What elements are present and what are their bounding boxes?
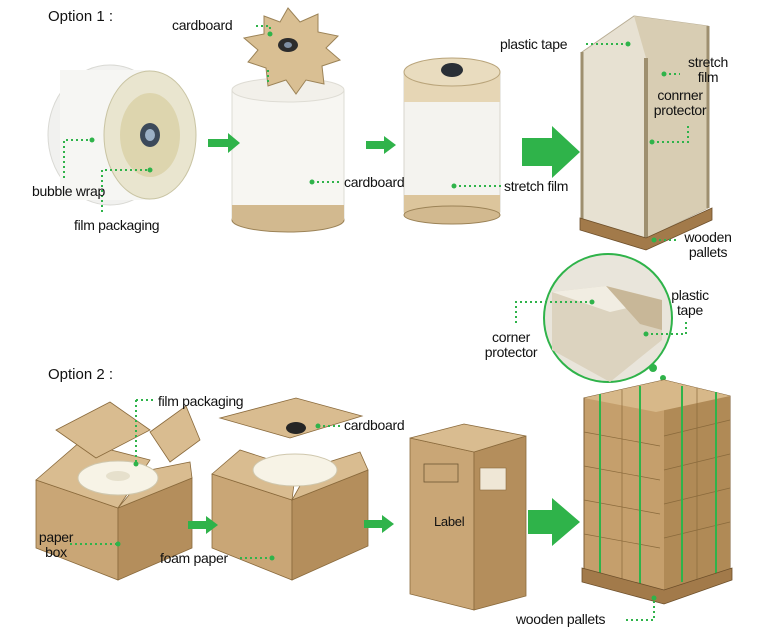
label-stretch-film-roll: stretch film: [504, 178, 569, 194]
label-wooden-pallets-1: wooden pallets: [684, 229, 732, 260]
label-film-packaging-2: film packaging: [158, 393, 244, 409]
label-zoom-corner-protector: corner protector: [484, 329, 538, 360]
box-pallet-stack: [581, 379, 733, 605]
label-paper-box: paper box: [38, 529, 74, 560]
option2-title: Option 2 :: [48, 366, 114, 383]
arrow-right-icon: [522, 126, 580, 178]
wrapped-pallet-1: [579, 15, 713, 251]
arrow-right-icon: [366, 136, 396, 154]
label-film-packaging-1: film packaging: [74, 217, 160, 233]
magnifier-circle-icon: [543, 253, 673, 383]
label-zoom-plastic-tape: plastic tape: [671, 287, 709, 318]
label-bubble-wrap: bubble wrap: [32, 183, 105, 199]
label-plastic-tape: plastic tape: [500, 36, 568, 52]
open-box-with-roll: [35, 401, 201, 581]
label-foam-paper: foam paper: [160, 550, 228, 566]
label-corner-protector-pallet: conrner protector: [653, 87, 707, 118]
stretch-film-roll: [403, 57, 501, 225]
label-box-label: Label: [434, 514, 465, 529]
arrow-right-icon: [208, 133, 240, 153]
label-cardboard-box: cardboard: [344, 417, 405, 433]
bubble-wrapped-roll: [47, 64, 197, 206]
cardboard-capped-roll: [231, 7, 345, 233]
label-stretch-film-pallet: stretch film: [688, 54, 728, 85]
arrow-right-icon: [364, 515, 394, 533]
label-cardboard-disk: cardboard: [172, 17, 233, 33]
option1-title: Option 1 :: [48, 8, 114, 25]
label-cardboard-side: cardboard: [344, 174, 405, 190]
arrow-right-icon: [528, 498, 580, 546]
closed-labeled-box: [409, 423, 527, 611]
open-box-with-foam: [211, 397, 369, 581]
label-wooden-pallets-2: wooden pallets: [516, 611, 606, 627]
arrow-right-icon: [188, 516, 218, 534]
dotted-leader-icon: [63, 25, 689, 621]
